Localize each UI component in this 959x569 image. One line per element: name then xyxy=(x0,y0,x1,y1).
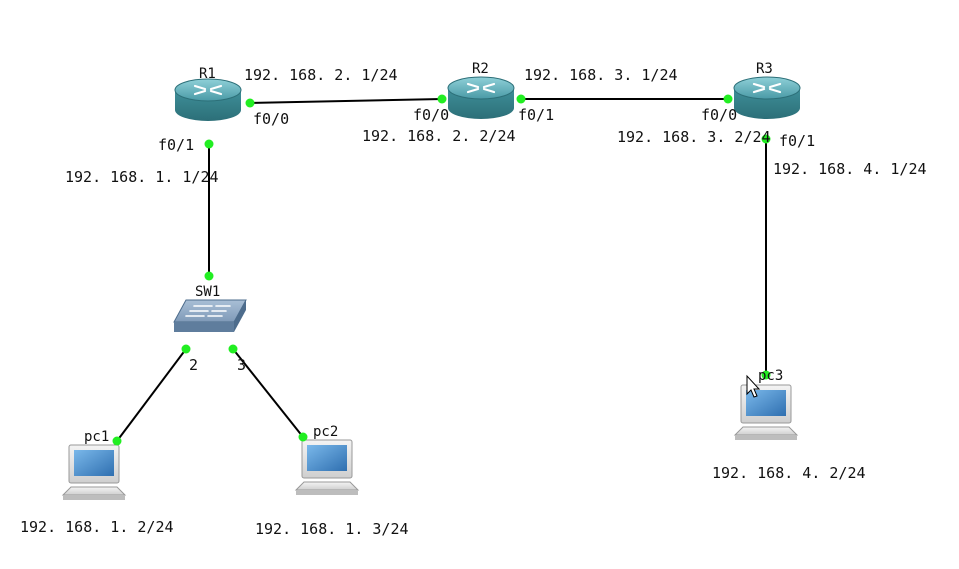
port-dot-r1-f01[interactable] xyxy=(204,139,214,149)
port-dot-r2-f01[interactable] xyxy=(516,94,526,104)
pc3-icon[interactable] xyxy=(733,384,799,440)
device-name-pc3: pc3 xyxy=(758,368,784,384)
router-r3-icon[interactable] xyxy=(733,76,801,119)
link-r1-r2[interactable] xyxy=(249,98,443,104)
port-dot-r3-f01[interactable] xyxy=(761,134,771,144)
interface-label-r3-f00: f0/0 xyxy=(701,106,738,124)
links xyxy=(116,98,767,442)
interface-label-r2-f01: f0/1 xyxy=(518,106,555,124)
ip-label-r2-f01: 192. 168. 3. 1/24 xyxy=(524,66,678,84)
device-name-pc1: pc1 xyxy=(84,429,110,445)
port-dot-pc1[interactable] xyxy=(112,436,122,446)
switch-sw1-icon[interactable] xyxy=(173,299,247,332)
device-name-r3: R3 xyxy=(756,61,773,77)
device-name-pc2: pc2 xyxy=(313,424,339,440)
ip-label-pc3: 192. 168. 4. 2/24 xyxy=(712,464,866,482)
port-dot-sw1-p2[interactable] xyxy=(181,344,191,354)
interface-label-r3-f01: f0/1 xyxy=(779,132,816,150)
pc1-icon[interactable] xyxy=(61,444,127,500)
port-dot-pc2[interactable] xyxy=(298,432,308,442)
ip-label-r3-f00: 192. 168. 3. 2/24 xyxy=(617,128,771,146)
port-dot-r2-f00[interactable] xyxy=(437,94,447,104)
interface-label-sw1-p3: 3 xyxy=(237,356,247,374)
device-name-r1: R1 xyxy=(199,66,216,82)
mouse-cursor-icon xyxy=(746,374,761,398)
router-r2-icon[interactable] xyxy=(447,76,515,119)
ip-label-r2-f00: 192. 168. 2. 2/24 xyxy=(362,127,516,145)
interface-label-r2-f00: f0/0 xyxy=(413,106,450,124)
pc2-icon[interactable] xyxy=(294,439,360,495)
interface-label-sw1-p2: 2 xyxy=(189,356,199,374)
port-dot-sw1-p3[interactable] xyxy=(228,344,238,354)
ip-label-pc2: 192. 168. 1. 3/24 xyxy=(255,520,409,538)
port-dot-r3-f00[interactable] xyxy=(723,94,733,104)
device-name-r2: R2 xyxy=(472,61,489,77)
link-sw1-pc2[interactable] xyxy=(232,348,304,438)
ip-label-r1-f01: 192. 168. 1. 1/24 xyxy=(65,168,219,186)
port-dot-r1-f00[interactable] xyxy=(245,98,255,108)
ip-label-pc1: 192. 168. 1. 2/24 xyxy=(20,518,174,536)
interface-label-r1-f00: f0/0 xyxy=(253,110,290,128)
router-r1-icon[interactable] xyxy=(174,78,242,121)
link-sw1-pc1[interactable] xyxy=(116,348,187,442)
port-dot-pc3[interactable] xyxy=(761,370,771,380)
port-dot-sw1-uplink[interactable] xyxy=(204,271,214,281)
ip-label-r1-f00: 192. 168. 2. 1/24 xyxy=(244,66,398,84)
interface-label-r1-f01: f0/1 xyxy=(158,136,195,154)
ip-label-r3-f01: 192. 168. 4. 1/24 xyxy=(773,160,927,178)
device-name-sw1: SW1 xyxy=(195,284,221,300)
port-dots xyxy=(112,94,771,446)
